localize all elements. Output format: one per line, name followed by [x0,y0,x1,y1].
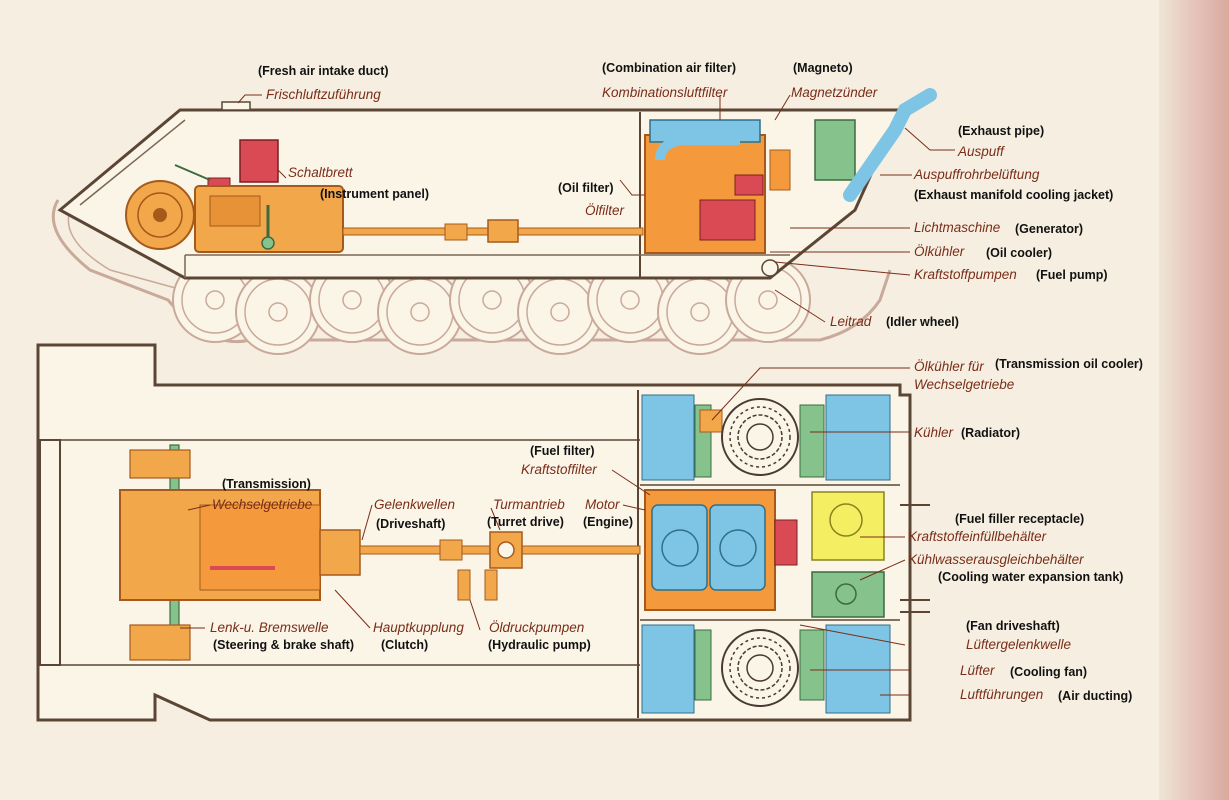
label-turret-drive-de: Turmantrieb [493,497,565,512]
label-radiator-en: (Radiator) [961,426,1021,440]
label-turret-drive-en: (Turret drive) [487,515,564,529]
label-oil-filter-de: Ölfilter [585,203,625,218]
label-trans-cooler-de2: Wechselgetriebe [914,377,1015,392]
label-exhaust-vent-en: (Exhaust manifold cooling jacket) [914,188,1114,202]
label-air-duct-en: (Air ducting) [1058,689,1133,703]
label-fan-driveshaft-de: Lüftergelenkwelle [966,637,1072,652]
label-fuel-pump-en: (Fuel pump) [1036,268,1108,282]
cooling-fan-top [721,398,799,476]
label-transmission-de: Wechselgetriebe [212,497,313,512]
fuel-filler [811,491,885,561]
page-edge-shadow [1159,0,1229,800]
label-transmission-en: (Transmission) [222,477,311,491]
label-idler-de: Leitrad [830,314,872,329]
label-exhaust-en: (Exhaust pipe) [958,124,1045,138]
label-oil-cooler-de: Ölkühler [914,244,965,259]
label-trans-cooler-en: (Transmission oil cooler) [995,357,1143,371]
label-fuel-filter-en: (Fuel filter) [530,444,595,458]
label-fresh-air-en: (Fresh air intake duct) [258,64,389,78]
label-clutch-de: Hauptkupplung [373,620,464,635]
label-fuel-filler-en: (Fuel filler receptacle) [955,512,1085,526]
label-trans-cooler-de1: Ölkühler für [914,359,984,374]
cooling-fan-bottom [721,629,799,707]
label-driveshaft-en: (Driveshaft) [376,517,446,531]
label-fuel-filter-de: Kraftstoffilter [521,462,597,477]
instrument-panel-block [239,139,279,183]
label-generator-en: (Generator) [1015,222,1084,236]
label-coolant-tank-de: Kühlwasserausgleichbehälter [908,552,1084,567]
label-oil-filter-en: (Oil filter) [558,181,614,195]
exhaust-pipe [843,88,937,202]
label-air-duct-de: Luftführungen [960,687,1044,702]
label-combo-filter-en: (Combination air filter) [602,61,737,75]
side-view [51,88,937,355]
label-coolant-tank-en: (Cooling water expansion tank) [938,570,1124,584]
label-engine-de: Motor [585,497,620,512]
label-idler-en: (Idler wheel) [886,315,959,329]
label-driveshaft-de: Gelenkwellen [374,497,456,512]
top-view [36,343,930,722]
label-instrument-de: Schaltbrett [288,165,353,180]
label-fresh-air-de: Frischluftzuführung [266,87,381,102]
label-hydraulic-de: Öldruckpumpen [489,620,585,635]
label-hydraulic-en: (Hydraulic pump) [488,638,591,652]
coolant-tank [811,571,885,618]
label-instrument-en: (Instrument panel) [320,187,430,201]
label-radiator-de: Kühler [914,425,954,440]
label-fan-driveshaft-en: (Fan driveshaft) [966,619,1060,633]
label-exhaust-vent-de: Auspuffrohrbelüftung [914,167,1040,182]
label-clutch-en: (Clutch) [381,638,429,652]
leader-lines [180,94,955,696]
label-exhaust-de: Auspuff [958,144,1004,159]
label-engine-en: (Engine) [583,515,633,529]
label-fuel-filler-de: Kraftstoffeinfüllbehälter [908,529,1047,544]
label-generator-de: Lichtmaschine [914,220,1001,235]
label-oil-cooler-en: (Oil cooler) [986,246,1052,260]
label-fuel-pump-de: Kraftstoffpumpen [914,267,1017,282]
label-steering-de: Lenk-u. Bremswelle [210,620,329,635]
label-fan-de: Lüfter [960,663,995,678]
label-magneto-de: Magnetzünder [791,85,878,100]
label-magneto-en: (Magneto) [793,61,853,75]
label-combo-filter-de: Kombinationsluftfilter [602,85,728,100]
top-clutch [319,529,361,576]
label-fan-en: (Cooling fan) [1010,665,1088,679]
label-steering-en: (Steering & brake shaft) [213,638,355,652]
